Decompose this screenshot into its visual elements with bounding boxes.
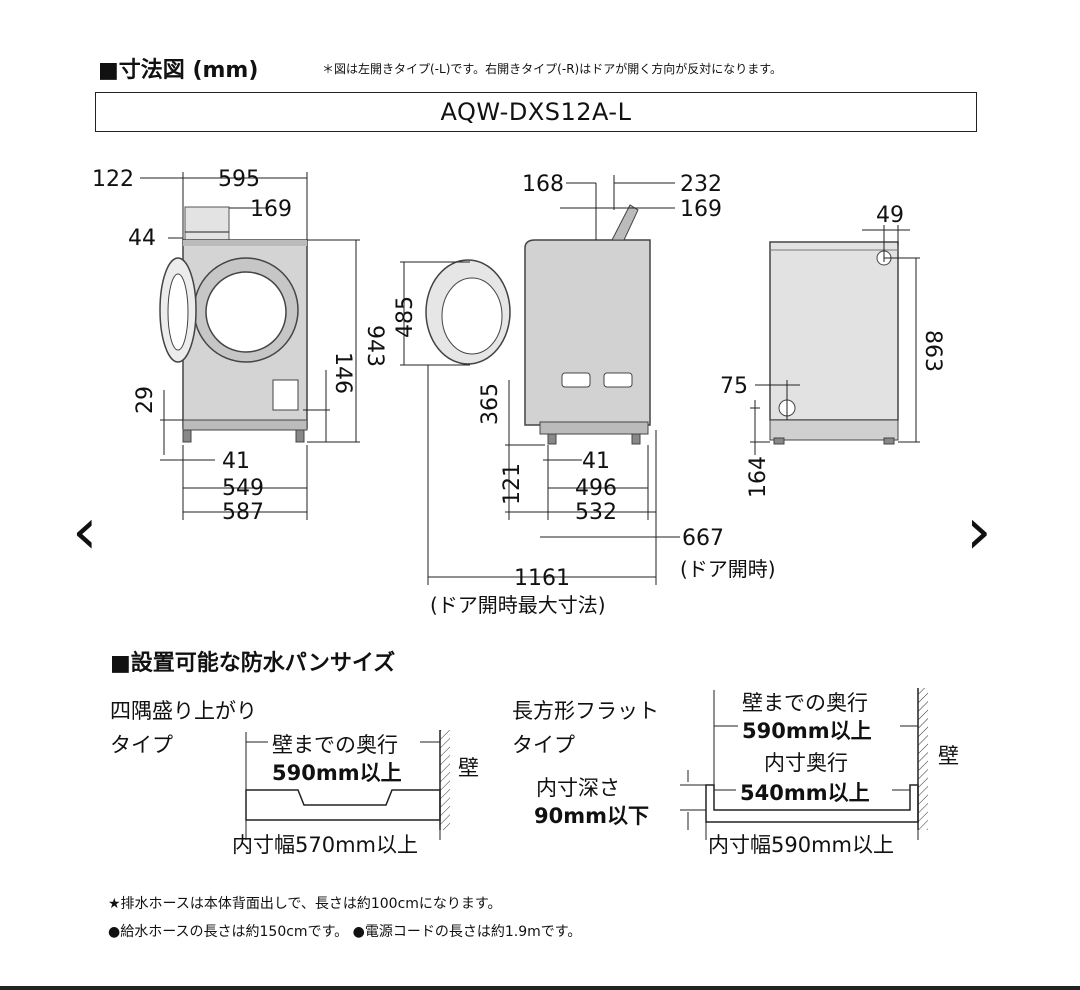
pan-section-title: ■設置可能な防水パンサイズ (110, 650, 395, 676)
side-dimension-labels: 168 232 169 485 365 121 41 496 532 667 (… (393, 172, 776, 617)
dim-169: 169 (250, 197, 292, 222)
dim-168: 168 (522, 172, 564, 197)
pan-right-depth-line2: 590mm以上 (742, 719, 872, 743)
dim-121: 121 (500, 463, 525, 505)
dim-169: 169 (680, 197, 722, 222)
front-panel (272, 379, 299, 411)
back-body (769, 241, 899, 421)
side-lid (611, 204, 639, 241)
next-button[interactable]: › (966, 500, 992, 564)
dim-146: 146 (330, 352, 355, 394)
pan-left-type-line2: タイプ (110, 733, 173, 757)
dim-41: 41 (222, 449, 250, 474)
front-drum-inner (205, 271, 287, 353)
max-open-label: (ドア開時最大寸法) (430, 593, 606, 617)
pan-right-wall-hatch (918, 688, 928, 830)
pan-left-type-line1: 四隅盛り上がり (110, 699, 257, 723)
pan-right-width: 内寸幅590mm以上 (708, 833, 894, 857)
pan-left-depth-line2: 590mm以上 (272, 761, 402, 785)
back-dimension-labels: 49 863 75 164 (720, 203, 945, 498)
dim-122: 122 (92, 167, 134, 192)
dim-75: 75 (720, 374, 748, 399)
dim-496: 496 (575, 476, 617, 501)
pan-right-wall: 壁 (938, 744, 959, 768)
front-dimension-labels: 122 595 169 44 943 146 29 41 549 587 (92, 167, 387, 525)
pan-left-wall-hatch (440, 730, 450, 830)
pan-right-depth-line1: 壁までの奥行 (742, 691, 868, 715)
pan-right-type-line2: タイプ (512, 733, 575, 757)
bottom-divider (0, 986, 1080, 990)
pan-right: 長方形フラット タイプ 壁までの奥行 590mm以上 内寸奥行 540mm以上 … (512, 688, 959, 857)
footnote-hose-cord: ●給水ホースの長さは約150cmです。 ●電源コードの長さは約1.9mです。 (108, 924, 582, 940)
dim-29: 29 (133, 386, 158, 414)
orientation-note: ＊図は左開きタイプ(-L)です。右開きタイプ(-R)はドアが開く方向が反対になり… (322, 62, 783, 76)
dim-595: 595 (218, 167, 260, 192)
dim-49: 49 (876, 203, 904, 228)
door-open-label: (ドア開時) (680, 557, 776, 581)
dim-164: 164 (746, 456, 771, 498)
section-title: ■寸法図 (mm) (98, 58, 259, 83)
side-handle-right (603, 372, 633, 388)
dim-587: 587 (222, 500, 264, 525)
dim-549: 549 (222, 476, 264, 501)
chevron-right-icon: › (966, 495, 992, 569)
dim-863: 863 (920, 330, 945, 372)
pan-left: 四隅盛り上がり タイプ 壁までの奥行 590mm以上 壁 内寸幅570mm以上 (110, 699, 479, 857)
dim-365: 365 (478, 383, 503, 425)
dim-943: 943 (362, 325, 387, 367)
pan-right-inner-line1: 内寸奥行 (764, 751, 848, 775)
side-view (425, 204, 651, 445)
footnote-drain-hose: ★排水ホースは本体背面出しで、長さは約100cmになります。 (108, 896, 502, 912)
front-dimension-lines (140, 172, 360, 520)
dim-41: 41 (582, 449, 610, 474)
dim-667: 667 (682, 526, 724, 551)
pan-right-height-line1: 内寸深さ (536, 776, 620, 800)
pan-right-type-line1: 長方形フラット (512, 699, 659, 723)
dim-532: 532 (575, 500, 617, 525)
back-view (769, 241, 899, 445)
dim-1161: 1161 (514, 566, 570, 591)
pan-right-height-line2: 90mm以下 (534, 804, 649, 828)
dim-232: 232 (680, 172, 722, 197)
dim-485: 485 (393, 296, 418, 338)
side-body (524, 239, 651, 426)
model-name-box: AQW-DXS12A-L (95, 92, 977, 132)
back-dimension-lines (750, 225, 920, 455)
pan-left-wall: 壁 (458, 756, 479, 780)
pan-left-width: 内寸幅570mm以上 (232, 833, 418, 857)
chevron-left-icon: ‹ (72, 495, 98, 569)
side-dimension-lines (400, 175, 680, 585)
model-name: AQW-DXS12A-L (440, 98, 632, 126)
prev-button[interactable]: ‹ (72, 500, 98, 564)
pan-right-inner-line2: 540mm以上 (740, 781, 870, 805)
front-view (159, 206, 308, 443)
dim-44: 44 (128, 226, 156, 251)
pan-left-depth-line1: 壁までの奥行 (272, 733, 398, 757)
side-handle-left (561, 372, 591, 388)
front-top-box (184, 206, 230, 241)
